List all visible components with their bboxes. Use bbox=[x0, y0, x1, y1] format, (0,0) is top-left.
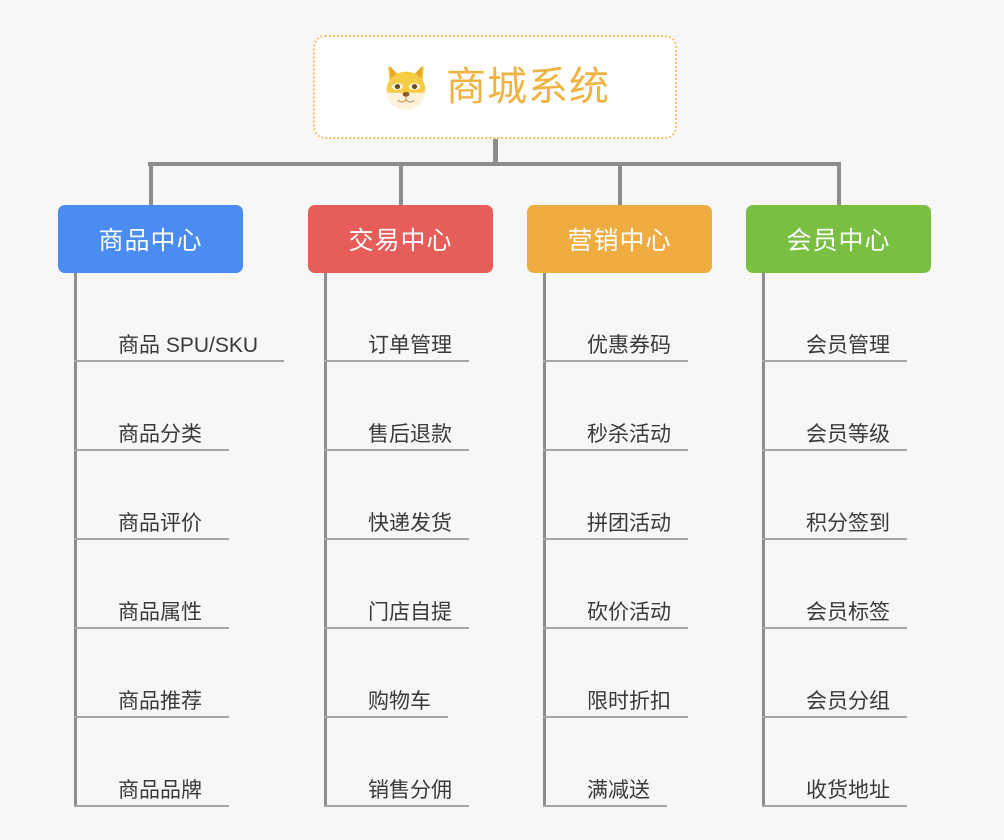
leaf-item-label: 满减送 bbox=[587, 779, 650, 802]
leaf-item-underline bbox=[762, 538, 907, 540]
connector-drop-1 bbox=[148, 162, 153, 206]
leaf-item[interactable]: 收货地址 bbox=[762, 718, 911, 807]
leaf-item-label: 快递发货 bbox=[368, 512, 452, 535]
leaf-item[interactable]: 优惠券码 bbox=[543, 273, 692, 362]
leaf-item-underline bbox=[762, 449, 907, 451]
leaf-item-label: 拼团活动 bbox=[587, 512, 671, 535]
leaf-item-label: 秒杀活动 bbox=[587, 423, 671, 446]
leaf-item-label: 砍价活动 bbox=[587, 601, 671, 624]
leaf-item-label: 会员标签 bbox=[806, 601, 890, 624]
category-header-2[interactable]: 交易中心 bbox=[308, 205, 493, 273]
leaf-trunk-line bbox=[762, 273, 765, 807]
category-label: 交易中心 bbox=[348, 227, 453, 255]
leaf-item-label: 商品品牌 bbox=[118, 779, 202, 802]
leaf-item[interactable]: 砍价活动 bbox=[543, 540, 692, 629]
leaf-item[interactable]: 会员分组 bbox=[762, 629, 911, 718]
leaf-item[interactable]: 商品推荐 bbox=[74, 629, 233, 718]
leaf-item[interactable]: 门店自提 bbox=[324, 540, 473, 629]
leaf-item-underline bbox=[762, 360, 907, 362]
category-label: 商品中心 bbox=[98, 227, 203, 255]
leaf-item-underline bbox=[543, 538, 688, 540]
leaf-item-label: 订单管理 bbox=[368, 334, 452, 357]
leaf-item[interactable]: 商品属性 bbox=[74, 540, 233, 629]
connector-horizontal-bar bbox=[148, 162, 840, 166]
leaf-item-underline bbox=[543, 716, 688, 718]
leaf-item[interactable]: 会员管理 bbox=[762, 273, 911, 362]
root-node[interactable]: 商城系统 bbox=[313, 35, 677, 139]
leaf-item-underline bbox=[324, 716, 448, 718]
leaf-item[interactable]: 购物车 bbox=[324, 629, 452, 718]
leaf-item-underline bbox=[543, 360, 688, 362]
leaf-item-underline bbox=[324, 627, 469, 629]
leaf-item[interactable]: 销售分佣 bbox=[324, 718, 473, 807]
leaf-item-underline bbox=[74, 360, 284, 362]
connector-root-stem bbox=[493, 139, 498, 165]
leaf-item[interactable]: 商品品牌 bbox=[74, 718, 233, 807]
leaf-item-label: 售后退款 bbox=[368, 423, 452, 446]
leaf-item-underline bbox=[762, 805, 907, 807]
leaf-item[interactable]: 商品评价 bbox=[74, 451, 233, 540]
leaf-item[interactable]: 快递发货 bbox=[324, 451, 473, 540]
leaf-trunk-line bbox=[74, 273, 77, 807]
leaf-item-label: 门店自提 bbox=[368, 601, 452, 624]
leaf-item[interactable]: 限时折扣 bbox=[543, 629, 692, 718]
leaf-item-underline bbox=[74, 716, 229, 718]
connector-drop-4 bbox=[836, 162, 841, 206]
leaf-item[interactable]: 积分签到 bbox=[762, 451, 911, 540]
leaf-item-underline bbox=[543, 449, 688, 451]
leaf-item[interactable]: 商品 SPU/SKU bbox=[74, 273, 288, 362]
leaf-item-label: 积分签到 bbox=[806, 512, 890, 535]
leaf-item-label: 商品 SPU/SKU bbox=[118, 334, 259, 357]
root-title: 商城系统 bbox=[446, 65, 610, 109]
leaf-item[interactable]: 拼团活动 bbox=[543, 451, 692, 540]
leaf-item[interactable]: 订单管理 bbox=[324, 273, 473, 362]
leaf-item-underline bbox=[324, 538, 469, 540]
leaf-item-underline bbox=[324, 805, 469, 807]
leaf-item-underline bbox=[762, 716, 907, 718]
leaf-item-underline bbox=[324, 360, 469, 362]
leaf-item-label: 商品分类 bbox=[118, 423, 202, 446]
leaf-item-label: 限时折扣 bbox=[587, 690, 671, 713]
leaf-item[interactable]: 商品分类 bbox=[74, 362, 233, 451]
leaf-item-label: 会员分组 bbox=[806, 690, 890, 713]
connector-drop-3 bbox=[617, 162, 622, 206]
leaf-item[interactable]: 会员标签 bbox=[762, 540, 911, 629]
leaf-item[interactable]: 秒杀活动 bbox=[543, 362, 692, 451]
leaf-item-label: 会员等级 bbox=[806, 423, 890, 446]
leaf-item-label: 商品评价 bbox=[118, 512, 202, 535]
category-label: 会员中心 bbox=[786, 227, 891, 255]
leaf-item-label: 商品属性 bbox=[118, 601, 202, 624]
category-header-4[interactable]: 会员中心 bbox=[746, 205, 931, 273]
leaf-item-underline bbox=[74, 805, 229, 807]
leaf-item-label: 购物车 bbox=[368, 690, 431, 713]
category-label: 营销中心 bbox=[567, 227, 672, 255]
leaf-item-underline bbox=[543, 627, 688, 629]
leaf-item-label: 商品推荐 bbox=[118, 690, 202, 713]
leaf-item-underline bbox=[543, 805, 667, 807]
leaf-item-underline bbox=[74, 449, 229, 451]
leaf-item-label: 会员管理 bbox=[806, 334, 890, 357]
leaf-item[interactable]: 会员等级 bbox=[762, 362, 911, 451]
category-header-3[interactable]: 营销中心 bbox=[527, 205, 712, 273]
leaf-item[interactable]: 满减送 bbox=[543, 718, 671, 807]
leaf-trunk-line bbox=[324, 273, 327, 807]
leaf-item-label: 销售分佣 bbox=[368, 779, 452, 802]
leaf-item-underline bbox=[74, 627, 229, 629]
leaf-item-underline bbox=[762, 627, 907, 629]
leaf-item-underline bbox=[324, 449, 469, 451]
leaf-item[interactable]: 售后退款 bbox=[324, 362, 473, 451]
leaf-item-label: 收货地址 bbox=[806, 779, 890, 802]
leaf-item-underline bbox=[74, 538, 229, 540]
category-header-1[interactable]: 商品中心 bbox=[58, 205, 243, 273]
leaf-trunk-line bbox=[543, 273, 546, 807]
connector-drop-2 bbox=[398, 162, 403, 206]
shiba-dog-icon bbox=[380, 61, 432, 113]
leaf-item-label: 优惠券码 bbox=[587, 334, 671, 357]
